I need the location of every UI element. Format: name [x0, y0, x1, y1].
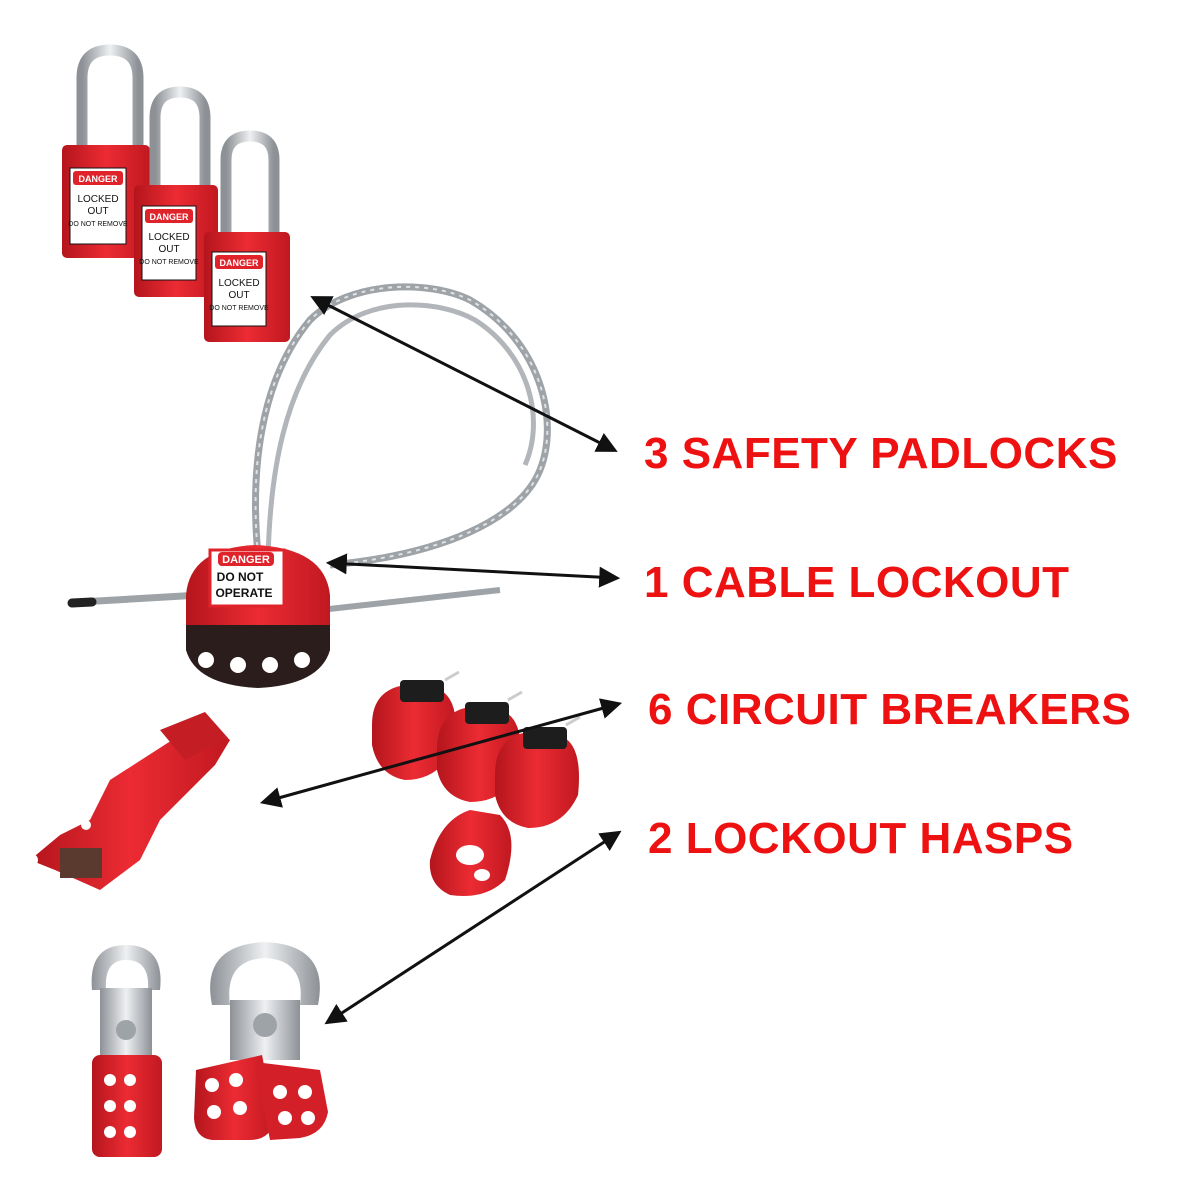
padlocks-callout: 3 SAFETY PADLOCKS [644, 429, 1118, 478]
lockout-hasp-icon [194, 942, 328, 1140]
padlock-tag-line2: OUT [87, 206, 108, 217]
padlock-tag-line3: DO NOT REMOVE [139, 259, 199, 266]
circuit-breaker-lockout-icon [429, 810, 512, 896]
padlock-tag-line3: DO NOT REMOVE [68, 221, 128, 228]
cable-lockout-callout: 1 CABLE LOCKOUT [644, 558, 1070, 607]
double-arrow-icon [259, 698, 623, 808]
padlock-icon: DANGER LOCKED OUT DO NOT REMOVE [204, 130, 290, 342]
double-arrow-icon [310, 296, 618, 452]
padlock-icon: DANGER LOCKED OUT DO NOT REMOVE [134, 86, 218, 297]
double-arrow-icon [324, 830, 622, 1025]
cable-tag-line2: OPERATE [215, 586, 272, 600]
padlock-tag-line2: OUT [158, 244, 179, 255]
cable-tag-header: DANGER [222, 554, 270, 566]
circuit-breaker-lockout-icon [26, 712, 230, 890]
padlock-tag-line1: LOCKED [77, 194, 118, 205]
lockout-hasp-icon [91, 945, 162, 1157]
cable-lockout-icon: DANGER DO NOT OPERATE [67, 283, 551, 688]
cable-tag-line1: DO NOT [217, 570, 264, 584]
padlock-group: DANGER LOCKED OUT DO NOT REMOVE DANGER L… [62, 44, 290, 342]
circuit-breakers-callout: 6 CIRCUIT BREAKERS [648, 685, 1132, 734]
padlock-tag-line1: LOCKED [148, 232, 189, 243]
padlock-tag-line2: OUT [228, 290, 249, 301]
circuit-breaker-group [372, 670, 581, 896]
padlock-tag-header: DANGER [149, 212, 189, 222]
lockout-hasp-group [91, 942, 328, 1157]
padlock-tag-header: DANGER [78, 174, 118, 184]
padlock-tag-line3: DO NOT REMOVE [209, 305, 269, 312]
arrow-group [259, 296, 623, 1025]
padlock-tag-header: DANGER [219, 258, 259, 268]
padlock-icon: DANGER LOCKED OUT DO NOT REMOVE [62, 44, 150, 258]
padlock-tag-line1: LOCKED [218, 278, 259, 289]
lockout-hasps-callout: 2 LOCKOUT HASPS [648, 814, 1074, 863]
double-arrow-icon [325, 553, 621, 588]
